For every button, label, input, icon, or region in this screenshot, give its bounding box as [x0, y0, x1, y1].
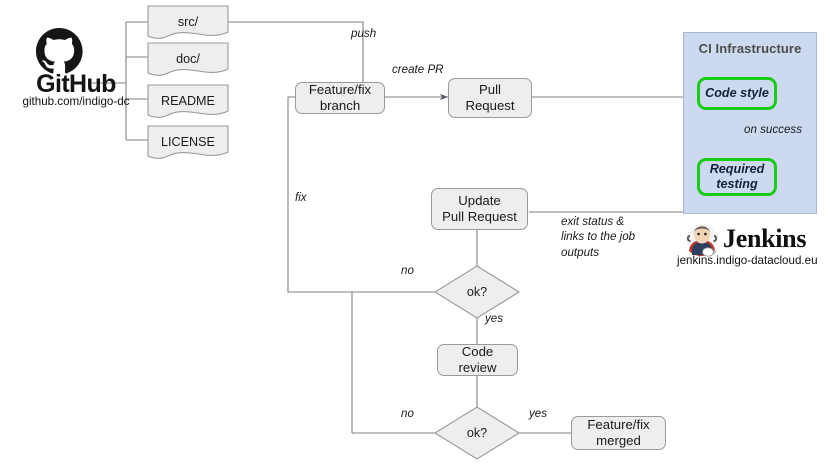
edge-label-yes-review: yes	[529, 407, 548, 420]
edge-label-fix: fix	[295, 191, 307, 204]
node-feature-merged[interactable]: Feature/fix merged	[571, 416, 666, 450]
ci-infrastructure-title: CI Infrastructure	[698, 41, 802, 56]
node-code-review[interactable]: Code review	[437, 344, 518, 376]
node-feature-branch[interactable]: Feature/fix branch	[295, 82, 385, 114]
github-url-caption: github.com/indigo-dc	[22, 95, 130, 108]
node-code-review-label: Code review	[458, 344, 497, 375]
node-feature-branch-label: Feature/fix branch	[308, 82, 372, 113]
node-feature-merged-label: Feature/fix merged	[587, 417, 650, 448]
file-label-src: src/	[177, 15, 199, 29]
edge-label-no-review: no	[401, 407, 414, 420]
file-shape-license[interactable]	[147, 125, 229, 159]
ci-stage-code-style[interactable]: Code style	[697, 77, 777, 110]
file-shape-doc[interactable]	[147, 42, 229, 76]
edge-label-yes-ci: yes	[485, 312, 504, 325]
decision-label-review: ok?	[466, 425, 488, 440]
decision-label-ci: ok?	[466, 284, 488, 299]
edge-label-push: push	[351, 27, 377, 40]
jenkins-url-caption: jenkins.indigo-datacloud.eu	[677, 254, 818, 267]
ci-stage-code-style-label: Code style	[705, 86, 769, 101]
edge-label-no-ci: no	[401, 264, 414, 277]
jenkins-wordmark: Jenkins	[723, 224, 807, 253]
node-update-pull-request[interactable]: Update Pull Request	[431, 188, 528, 230]
decision-diamond-ci[interactable]	[433, 265, 521, 319]
github-wordmark: GitHub	[36, 70, 116, 98]
node-pull-request-label: Pull Request	[465, 82, 515, 113]
node-update-pull-request-label: Update Pull Request	[442, 193, 517, 224]
ci-stage-required-testing-label: Required testing	[709, 162, 765, 191]
file-label-readme: README	[161, 94, 215, 108]
edge-label-create-pr: create PR	[392, 63, 444, 76]
edge-label-exit-status: exit status & links to the job outputs	[561, 215, 636, 259]
file-shape-readme[interactable]	[147, 84, 229, 118]
file-label-license: LICENSE	[161, 135, 215, 149]
file-label-doc: doc/	[176, 52, 200, 66]
ci-stage-required-testing[interactable]: Required testing	[697, 158, 777, 196]
node-pull-request[interactable]: Pull Request	[448, 78, 532, 118]
file-shape-src[interactable]	[147, 5, 229, 39]
decision-diamond-review[interactable]	[433, 406, 521, 460]
edge-label-on-success: on success	[744, 123, 802, 136]
